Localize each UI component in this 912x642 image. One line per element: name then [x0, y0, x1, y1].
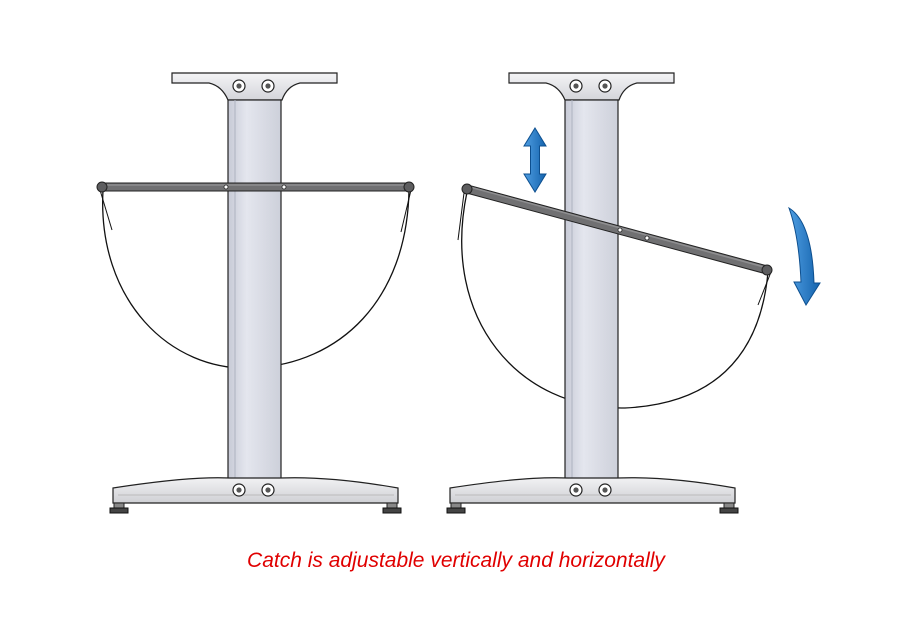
base-foot	[112, 477, 399, 504]
base-bolt	[232, 483, 246, 497]
column	[564, 99, 619, 481]
base-foot	[449, 477, 736, 504]
leveling-foot	[719, 502, 739, 514]
strap-side-left-outer	[99, 189, 113, 231]
strap-side-right-outer	[400, 189, 412, 233]
curved-down-arrow-icon	[788, 206, 821, 306]
stand-tilted-catch	[446, 72, 821, 514]
catch-bar	[461, 183, 773, 276]
leveling-foot	[382, 502, 402, 514]
vertical-double-arrow-icon	[523, 127, 547, 193]
strap-side-right-outer	[757, 271, 772, 306]
base-bolt	[598, 483, 612, 497]
strap-side-left-outer	[457, 192, 465, 241]
catch-bar	[96, 181, 415, 193]
top-plate	[171, 72, 338, 101]
column	[227, 99, 282, 481]
leveling-foot	[109, 502, 129, 514]
stand-level-catch	[96, 72, 415, 514]
top-bolt	[569, 79, 583, 93]
top-bolt	[232, 79, 246, 93]
base-bolt	[261, 483, 275, 497]
base-bolt	[569, 483, 583, 497]
top-bolt	[598, 79, 612, 93]
caption: Catch is adjustable vertically and horiz…	[247, 549, 665, 572]
top-plate	[508, 72, 675, 101]
top-bolt	[261, 79, 275, 93]
leveling-foot	[446, 502, 466, 514]
